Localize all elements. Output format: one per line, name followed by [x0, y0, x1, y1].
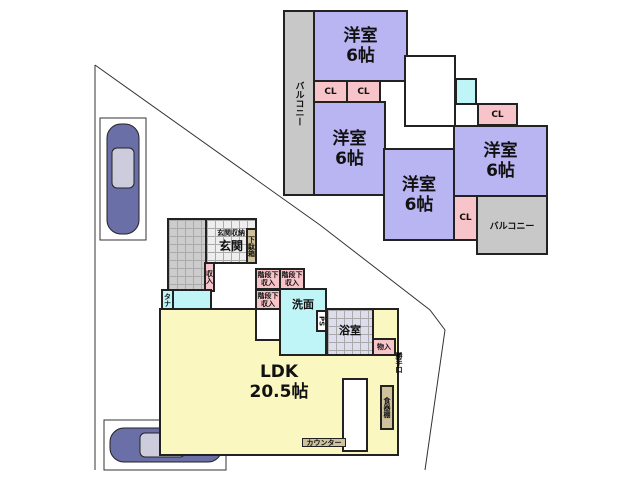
ps-label: PS	[317, 315, 326, 327]
balcony-left: バルコニー	[283, 10, 315, 196]
porch	[167, 218, 207, 292]
counter-label: カウンター	[306, 438, 342, 447]
entrance: 玄関収納玄関	[205, 218, 257, 264]
washroom-label: 洗面	[292, 298, 314, 311]
under-stairs-storage: 階段下収入	[255, 268, 281, 290]
closet: CL	[346, 80, 381, 103]
toilet	[455, 78, 477, 105]
under-stairs-storage: 階段下収入	[279, 268, 305, 290]
cupboard: 食器棚	[380, 385, 394, 430]
staircase	[404, 55, 456, 127]
room-size: 6帖	[335, 148, 364, 169]
room-size: 6帖	[486, 161, 515, 181]
counter: カウンター	[302, 438, 346, 447]
room-name: 洋室	[332, 128, 367, 149]
shoe-box-label: 下駄箱	[247, 235, 256, 257]
kitchen-counter	[342, 378, 368, 452]
balcony-label: バルコニー	[293, 80, 304, 126]
shoe-box: 下駄箱	[246, 228, 257, 264]
closet-label: CL	[357, 86, 370, 97]
room-name: 洋室	[402, 174, 436, 195]
room-name: LDK	[259, 362, 299, 382]
balcony-label: バルコニー	[489, 221, 535, 232]
cupboard-label: 食器棚	[383, 397, 391, 418]
under-stairs-storage: 階段下収入	[255, 289, 281, 310]
closet-label: CL	[324, 86, 337, 97]
back-door-label: 勝手口	[395, 352, 403, 373]
storage-label: 物入	[377, 343, 391, 351]
storage: 物入	[372, 338, 396, 356]
closet: CL	[477, 103, 518, 126]
closet: CL	[313, 80, 348, 103]
storage: 収入	[204, 262, 215, 292]
closet: CL	[453, 195, 478, 241]
storage-label: 階段下収入	[257, 271, 279, 287]
staircase	[255, 308, 281, 341]
room-size: 6帖	[346, 46, 375, 66]
car-icon	[106, 123, 140, 235]
shelf-label: タナ	[163, 293, 172, 307]
room-name: 洋室	[483, 141, 518, 161]
closet-label: CL	[459, 213, 472, 223]
room-size: 6帖	[404, 194, 434, 215]
closet-label: CL	[491, 109, 504, 120]
entrance-storage-label: 玄関収納	[217, 228, 245, 237]
bathroom: 浴室	[326, 308, 374, 356]
storage-label: 収入	[205, 270, 214, 284]
room-name: 洋室	[343, 26, 378, 46]
entrance-label: 玄関	[218, 238, 243, 253]
bathroom-label: 浴室	[339, 324, 361, 337]
storage-label: 階段下収入	[281, 271, 303, 287]
room-size: 20.5帖	[249, 382, 309, 402]
storage-label: 階段下収入	[257, 291, 279, 308]
balcony-right: バルコニー	[476, 195, 548, 255]
